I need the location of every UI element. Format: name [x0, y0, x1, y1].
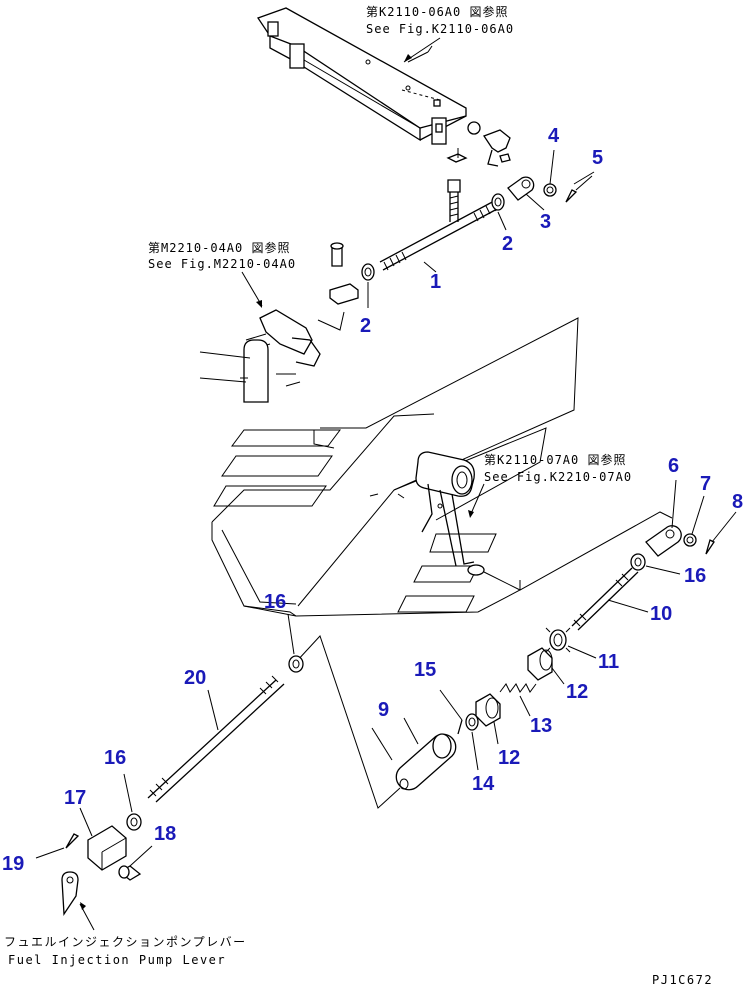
callout-16: 16 — [104, 747, 126, 769]
pedal-arm — [415, 451, 485, 576]
rod-10 — [571, 567, 639, 631]
callout-9: 9 — [378, 699, 389, 721]
pin-8 — [705, 539, 715, 555]
callout-14: 14 — [472, 773, 495, 795]
collar-12-lower — [475, 693, 501, 727]
washer-11 — [545, 627, 571, 653]
callout-20: 20 — [184, 667, 206, 689]
pin-19 — [65, 833, 80, 849]
reference-en: See Fig.K2210-07A0 — [484, 470, 632, 484]
callout-11: 11 — [598, 651, 619, 673]
collar-12-upper — [527, 647, 553, 681]
pin-5 — [565, 175, 593, 203]
block-17 — [87, 825, 127, 871]
callout-5: 5 — [592, 147, 603, 169]
reference-jp: 第K2110-07A0 図参照 — [484, 452, 626, 467]
reference-en: See Fig.M2210-04A0 — [148, 257, 296, 271]
callout-1: 1 — [430, 271, 441, 293]
reference-k2110-06a0: 第K2110-06A0 図参照 See Fig.K2110-06A0 — [366, 4, 514, 63]
rod-1 — [379, 199, 500, 271]
top-bracket — [256, 7, 511, 222]
bolt-18 — [118, 865, 142, 881]
callout-12: 12 — [498, 747, 520, 769]
spring-13 — [499, 683, 537, 693]
drawing-code: PJ1C672 — [652, 973, 713, 987]
callout-13: 13 — [530, 715, 552, 737]
callout-18: 18 — [154, 823, 176, 845]
nut-16-lower-left — [126, 813, 142, 831]
leader-arm-to-joint — [483, 511, 673, 591]
joint-3 — [507, 176, 535, 201]
caption-en: Fuel Injection Pump Lever — [8, 953, 226, 967]
callout-7: 7 — [700, 473, 711, 495]
reference-jp: 第K2110-06A0 図参照 — [366, 4, 508, 19]
callout-6: 6 — [668, 455, 679, 477]
caption-jp: フュエルインジェクションポンプレバー — [4, 935, 247, 949]
callout-12: 12 — [566, 681, 588, 703]
callout-4: 4 — [548, 125, 560, 147]
nut-2-left — [361, 263, 375, 281]
nut-4 — [543, 183, 557, 197]
linkage-bracket — [199, 242, 359, 449]
nut-16-right — [630, 553, 646, 571]
reference-jp: 第M2210-04A0 図参照 — [148, 240, 290, 255]
nut-14 — [465, 713, 479, 731]
callout-3: 3 — [540, 211, 551, 233]
callout-10: 10 — [650, 603, 672, 625]
callout-15: 15 — [414, 659, 436, 681]
callout-leaders — [35, 149, 737, 867]
nut-2-right — [491, 193, 505, 211]
pin-15 — [439, 689, 463, 735]
joint-6 — [645, 525, 682, 557]
callout-17: 17 — [64, 787, 86, 809]
reference-k2110-07a0: 第K2110-07A0 図参照 See Fig.K2210-07A0 — [468, 452, 632, 518]
callout-8: 8 — [732, 491, 743, 513]
callout-2: 2 — [360, 315, 371, 337]
callout-numbers: 1 2 2 3 4 5 6 7 8 16 10 11 12 13 12 14 1… — [2, 125, 743, 875]
leader-16-to-stopper — [295, 635, 401, 809]
rod-20 — [147, 675, 285, 803]
nut-16-upper-left — [288, 655, 304, 673]
floor-panel — [211, 317, 579, 617]
callout-2: 2 — [502, 233, 513, 255]
callout-16: 16 — [684, 565, 706, 587]
callout-19: 19 — [2, 853, 24, 875]
nut-7 — [683, 533, 697, 547]
callout-16: 16 — [264, 591, 286, 613]
pump-lever — [61, 871, 95, 931]
reference-m2210-04a0: 第M2210-04A0 図参照 See Fig.M2210-04A0 — [148, 240, 296, 308]
stopper-9 — [371, 727, 457, 791]
reference-en: See Fig.K2110-06A0 — [366, 22, 514, 36]
